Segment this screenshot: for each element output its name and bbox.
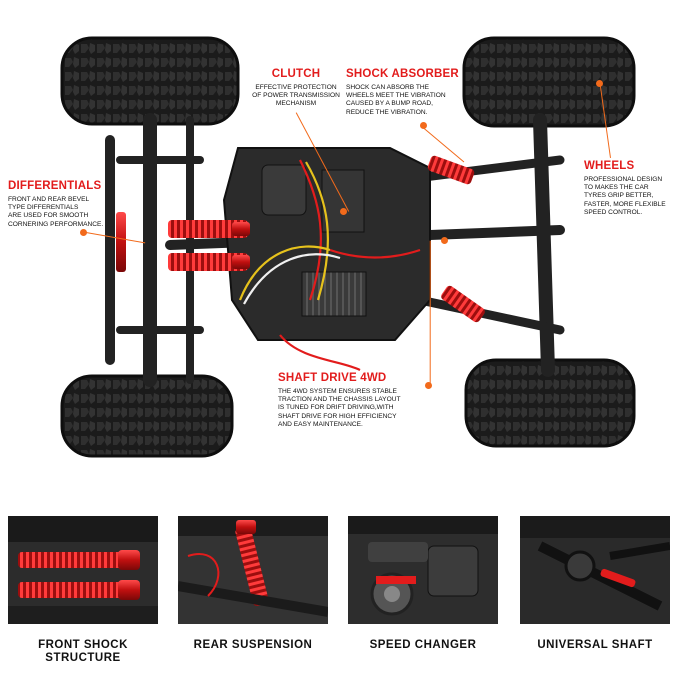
callout-clutch: CLUTCH EFFECTIVE PROTECTION OF POWER TRA… xyxy=(236,68,356,109)
caption-universal-shaft: UNIVERSAL SHAFT xyxy=(537,639,653,651)
detail-speed-changer-image xyxy=(348,516,498,624)
callout-shaft-drive: SHAFT DRIVE 4WD THE 4WD SYSTEM ENSURES S… xyxy=(278,372,428,429)
motor xyxy=(261,164,307,216)
clutch-title: CLUTCH xyxy=(271,68,321,80)
pointer-dot-shock xyxy=(420,122,427,129)
chassis-illustration xyxy=(60,36,636,458)
shock-absorber-desc: SHOCK CAN ABSORB THE WHEELS MEET THE VIB… xyxy=(346,84,446,116)
differentials-title: DIFFERENTIALS xyxy=(8,180,102,192)
shock-absorber-title: SHOCK ABSORBER xyxy=(346,68,459,80)
pointer-dot-shaft-top xyxy=(441,237,448,244)
wheels-title: WHEELS xyxy=(584,160,635,172)
pointer-line-shaft xyxy=(429,240,431,387)
detail-universal-shaft-image xyxy=(520,516,670,624)
rear-shocks xyxy=(427,155,485,323)
pointer-dot-shaft xyxy=(425,382,432,389)
callout-wheels: WHEELS PROFESSIONAL DESIGN TO MAKES THE … xyxy=(584,160,676,217)
pointer-dot-differentials xyxy=(80,229,87,236)
differentials-desc: FRONT AND REAR BEVEL TYPE DIFFERENTIALS … xyxy=(8,196,104,228)
wheels-desc: PROFESSIONAL DESIGN TO MAKES THE CAR TYR… xyxy=(584,176,666,216)
wires xyxy=(238,159,421,371)
pointer-dot-clutch xyxy=(340,208,347,215)
caption-front-shock-structure: FRONT SHOCK STRUCTURE xyxy=(38,639,128,664)
pointer-dot-wheels xyxy=(596,80,603,87)
caption-rear-suspension: REAR SUSPENSION xyxy=(193,639,313,651)
detail-front-shock-image xyxy=(8,516,158,624)
caption-speed-changer: SPEED CHANGER xyxy=(369,639,477,651)
callout-differentials: DIFFERENTIALS FRONT AND REAR BEVEL TYPE … xyxy=(8,180,120,229)
tire-rear-left xyxy=(60,374,234,458)
clutch-desc: EFFECTIVE PROTECTION OF POWER TRANSMISSI… xyxy=(252,84,340,108)
shaft-drive-title: SHAFT DRIVE 4WD xyxy=(278,372,387,384)
tire-front-left xyxy=(60,36,240,126)
front-shocks xyxy=(116,212,250,272)
callout-shock-absorber: SHOCK ABSORBER SHOCK CAN ABSORB THE WHEE… xyxy=(346,68,486,117)
tire-front-right xyxy=(462,36,636,128)
detail-rear-suspension-image xyxy=(178,516,328,624)
shaft-drive-desc: THE 4WD SYSTEM ENSURES STABLE TRACTION A… xyxy=(278,388,401,428)
